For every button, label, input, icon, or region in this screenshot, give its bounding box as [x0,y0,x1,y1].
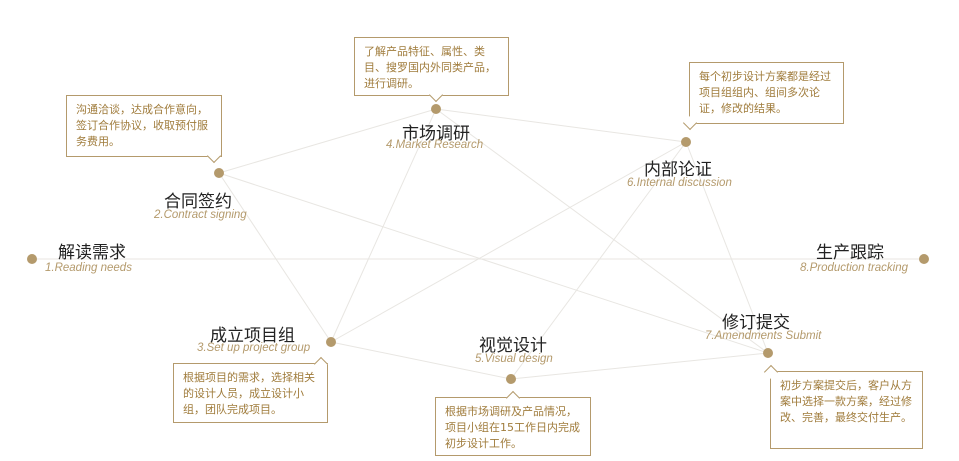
node-subtitle-reading-needs: 1.Reading needs [45,262,132,274]
callout-text-market-research: 了解产品特征、属性、类目、搜罗国内外同类产品，进行调研。 [364,45,496,90]
node-dot-market-research [431,104,441,114]
callout-text-contract-signing: 沟通洽谈，达成合作意向，签订合作协议，收取预付服务费用。 [76,103,208,148]
node-title-reading-needs: 解读需求 [58,243,126,263]
callout-text-set-up-project-group: 根据项目的需求，选择相关的设计人员，成立设计小组，团队完成项目。 [183,371,315,416]
node-title-contract-signing: 合同签约 [164,192,232,212]
callout-set-up-project-group: 根据项目的需求，选择相关的设计人员，成立设计小组，团队完成项目。 [173,356,329,423]
node-subtitle-market-research: 4.Market Research [386,139,484,151]
node-subtitle-contract-signing: 2.Contract signing [154,209,247,221]
callout-visual-design: 根据市场调研及产品情况，项目小组在15工作日内完成初步设计工作。 [435,390,591,456]
connector-line [330,108,437,343]
node-dot-production-tracking [919,254,929,264]
callout-text-amendments-submit: 初步方案提交后，客户从方案中选择一款方案，经过修改、完善，最终交付生产。 [780,379,912,424]
connector-line [510,352,769,380]
callout-internal-discussion: 每个初步设计方案都是经过项目组组内、组间多次论证，修改的结果。 [682,62,844,131]
callout-market-research: 了解产品特征、属性、类目、搜罗国内外同类产品，进行调研。 [354,37,509,103]
node-dot-amendments-submit [763,348,773,358]
node-dot-set-up-project-group [326,337,336,347]
connector-line [218,172,332,343]
callout-text-internal-discussion: 每个初步设计方案都是经过项目组组内、组间多次论证，修改的结果。 [699,70,831,115]
connector-line [330,141,687,343]
node-dot-reading-needs [27,254,37,264]
connector-line [330,341,512,380]
node-subtitle-internal-discussion: 6.Internal discussion [627,177,732,189]
connector-line [435,108,687,143]
node-title-set-up-project-group: 成立项目组 [210,326,295,346]
node-subtitle-set-up-project-group: 3.Set up project group [197,342,311,354]
callout-amendments-submit: 初步方案提交后，客户从方案中选择一款方案，经过修改、完善，最终交付生产。 [763,364,923,449]
node-subtitle-production-tracking: 8.Production tracking [800,262,909,274]
connector-line [685,141,769,354]
node-dot-internal-discussion [681,137,691,147]
node-subtitle-visual-design: 5.Visual design [475,353,553,365]
callout-contract-signing: 沟通洽谈，达成合作意向，签订合作协议，收取预付服务费用。 [66,95,222,164]
callout-text-visual-design: 根据市场调研及产品情况，项目小组在15工作日内完成初步设计工作。 [445,405,580,450]
connector-line [218,172,769,354]
connector-line [218,108,437,174]
connector-line [435,108,769,354]
node-title-production-tracking: 生产跟踪 [816,243,884,263]
node-title-visual-design: 视觉设计 [479,336,547,356]
node-subtitle-amendments-submit: 7.Amendments Submit [705,330,822,342]
node-dot-visual-design [506,374,516,384]
node-title-market-research: 市场调研 [402,124,470,144]
node-title-internal-discussion: 内部论证 [644,160,712,180]
node-dot-contract-signing [214,168,224,178]
connector-line [510,141,687,380]
node-title-amendments-submit: 修订提交 [722,313,790,333]
